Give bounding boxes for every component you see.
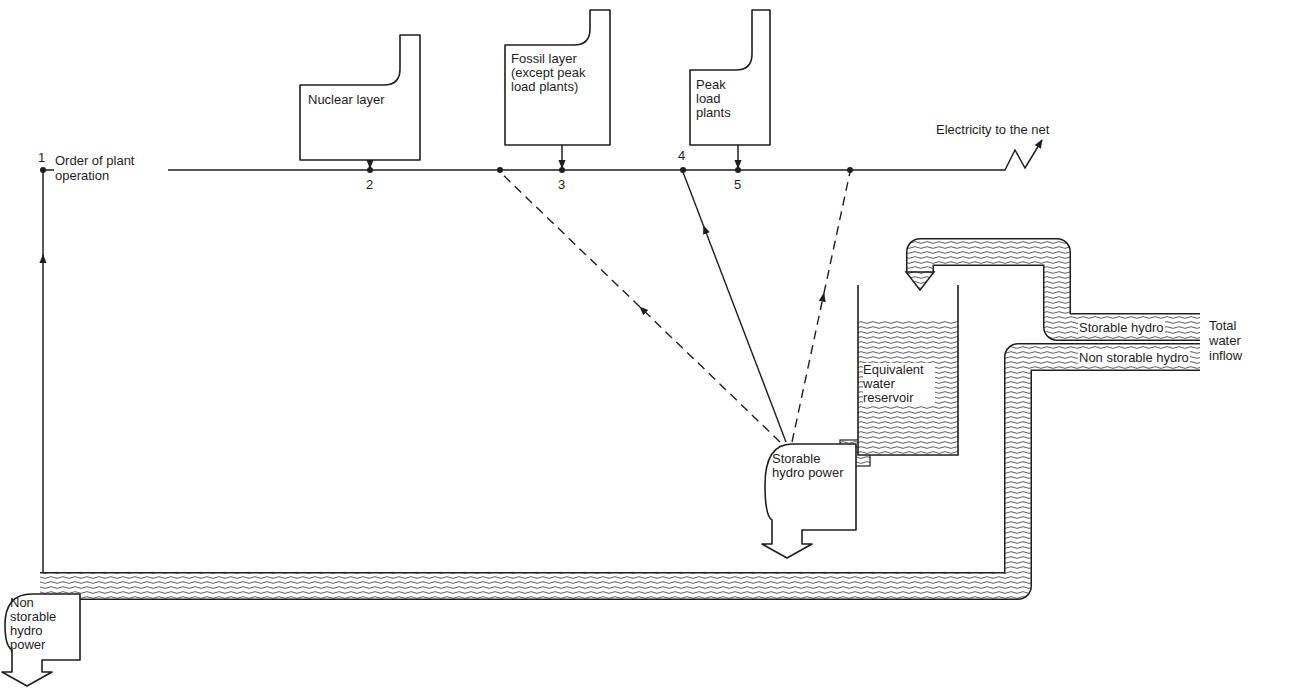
stored-water xyxy=(858,319,958,455)
non-storable-feed xyxy=(42,172,44,256)
hydro-turbine: Non storable hydro power xyxy=(2,590,82,686)
hydro-turbine-shape xyxy=(762,444,856,558)
power-plant-shape xyxy=(300,35,420,160)
callout-number: 4 xyxy=(677,148,686,163)
node-label: Storable hydro power xyxy=(772,452,850,480)
power-plant: Peak load plants xyxy=(690,10,772,145)
order-point xyxy=(497,167,503,173)
dispatch-arrow xyxy=(640,307,780,442)
dispatch-arrow xyxy=(824,172,850,294)
storable-water-band xyxy=(920,252,1200,327)
flow-label: Total water inflow xyxy=(1208,318,1268,363)
power-plant: Fossil layer (except peak load plants) xyxy=(505,10,612,145)
node-label: Fossil layer (except peak load plants) xyxy=(511,52,589,94)
node-label: Non storable hydro power xyxy=(10,596,76,652)
node-label: Peak load plants xyxy=(696,78,751,120)
dispatch-arrow xyxy=(683,172,704,226)
power-plant: Nuclear layer xyxy=(300,35,422,160)
non-storable-water-band-outline xyxy=(40,357,1200,586)
inflow-arrowhead xyxy=(906,272,934,290)
node-label: Nuclear layer xyxy=(308,93,394,107)
node-label: Equivalent water reservoir xyxy=(863,363,935,405)
callout-number: 1 xyxy=(37,150,46,165)
non-storable-feed xyxy=(42,255,44,572)
axis-label: Order of plant operation xyxy=(54,153,168,183)
dispatch-arrow xyxy=(500,172,640,307)
hydro-turbine: Storable hydro power xyxy=(762,440,858,558)
power-plant-shape xyxy=(505,10,610,145)
non-storable-water-band xyxy=(40,357,1200,586)
callout-number: 2 xyxy=(365,177,374,192)
dispatch-arrow xyxy=(704,226,786,442)
callout-number: 5 xyxy=(733,177,742,192)
power-plant-shape xyxy=(690,10,770,145)
flow-label: Non storable hydro xyxy=(1078,350,1190,365)
callout-number: 3 xyxy=(557,177,566,192)
flow-label: Storable hydro xyxy=(1078,320,1165,335)
hydro-turbine-shape xyxy=(2,594,80,686)
storable-water-band-outline xyxy=(920,252,1200,327)
dispatch-arrow xyxy=(792,294,824,443)
reservoir-wall xyxy=(858,285,958,455)
output-label: Electricity to the net xyxy=(935,122,1050,137)
water-reservoir: Equivalent water reservoir xyxy=(858,285,958,455)
